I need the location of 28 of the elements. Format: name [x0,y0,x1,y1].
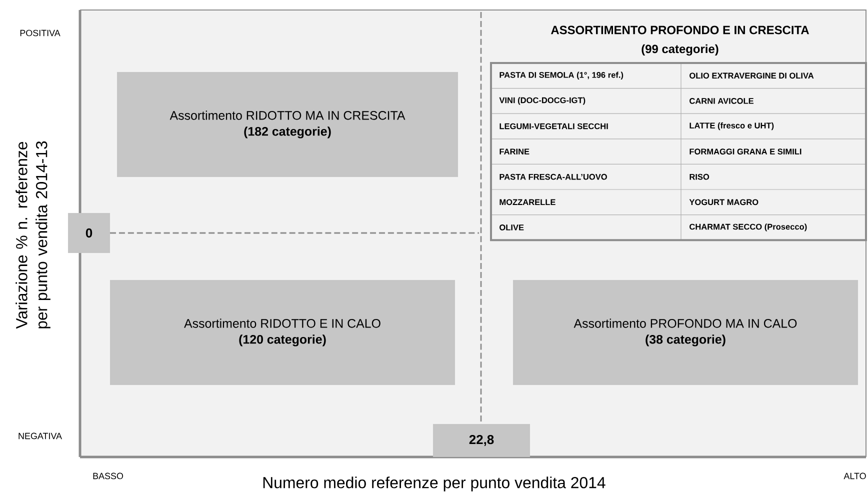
table-heading: ASSORTIMENTO PROFONDO E IN CRESCITA [551,26,809,34]
table-cell: OLIVE [500,224,524,230]
node-label: 22,8 [469,434,494,446]
table-cell: YOGURT MAGRO [689,199,758,206]
axis-title: Numero medio referenze per punto vendita 2014 [263,476,606,492]
table-cell: PASTA FRESCA-ALL’UOVO [500,174,607,180]
value-box: 0 [68,213,110,253]
table-cell: RISO [690,174,710,180]
value-box: 22,8 [433,424,530,457]
table-heading: (99 categorie) [642,44,718,56]
table-cell: LEGUMI-VEGETALI SECCHI [500,123,608,130]
axis-end-label: ALTO [844,472,866,480]
axis-title: Variazione % n. referenze per punto vendita 2014-13 [16,141,50,329]
table-cell: FARINE [500,148,530,154]
axis-end-label: BASSO [93,472,124,480]
table-cell: VINI (DOC-DOCG-IGT) [499,97,586,105]
table-cell: FORMAGGI GRANA E SIMILI [690,148,802,154]
table-cell: PASTA DI SEMOLA (1°, 196 ref.) [500,72,624,80]
quadrant-box: Assortimento PROFONDO MA IN CALO (38 categorie) [513,280,858,385]
table-cell: CARNI AVICOLE [690,98,754,104]
table-cell: OLIO EXTRAVERGINE DI OLIVA [690,72,814,79]
axis-end-label: POSITIVA [20,30,60,36]
table-cell: CHARMAT SECCO (Prosecco) [690,224,807,232]
quadrant-box: Assortimento RIDOTTO E IN CALO (120 categorie) [110,280,455,385]
axis-end-label: NEGATIVA [18,432,62,440]
table-cell: MOZZARELLE [500,199,556,206]
quadrant-box: Assortimento RIDOTTO MA IN CRESCITA (182 categorie) [117,72,458,177]
table-cell: LATTE (fresco e UHT) [690,122,774,130]
